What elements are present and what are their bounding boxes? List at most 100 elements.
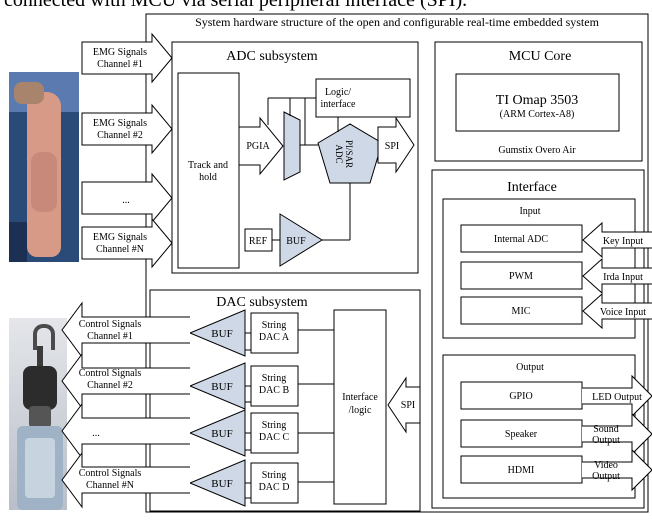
system-title: System hardware structure of the open an… <box>195 15 600 29</box>
adc-title: ADC subsystem <box>226 49 318 64</box>
pgia-arrow <box>238 116 284 176</box>
prosthetic-hand-photo <box>9 318 67 510</box>
dac-buf-2-label: BUF <box>211 381 232 393</box>
control-label-4a: Control Signals <box>79 468 142 479</box>
mic-label: MIC <box>512 306 531 317</box>
gpio-label: GPIO <box>509 391 532 402</box>
adc-converter-shape <box>317 123 383 184</box>
emg-label-4a: EMG Signals <box>93 232 147 243</box>
key-input-arrow <box>582 221 652 259</box>
mcu-chip-box <box>455 73 620 132</box>
string-dac-d-l2: DAC D <box>259 482 290 493</box>
adc-spi-label: SPI <box>385 141 399 152</box>
control-label-1a: Control Signals <box>79 319 142 330</box>
mcu-core-box <box>434 41 643 162</box>
key-input-label: Key Input <box>603 236 643 247</box>
emg-label-2a: EMG Signals <box>93 118 147 129</box>
voice-input-label: Voice Input <box>600 307 646 318</box>
adc-conv-label-2: ADC <box>334 144 344 163</box>
string-dac-a-l1: String <box>262 320 286 331</box>
string-dac-b-l1: String <box>262 373 286 384</box>
track-hold-box <box>177 72 240 269</box>
dac-buf-1 <box>188 309 246 357</box>
dac-buf-1-label: BUF <box>211 328 232 340</box>
control-label-2b: Channel #2 <box>87 380 133 391</box>
mcu-chip-label-1: TI Omap 3503 <box>496 93 578 108</box>
dac-spi-arrow <box>387 376 421 434</box>
sound-output-label-1: Sound <box>593 424 619 435</box>
control-arrow-3 <box>61 402 190 460</box>
interface-box <box>431 169 645 509</box>
control-label-3a: ... <box>92 428 100 439</box>
emg-input-arrows <box>81 32 173 269</box>
dac-interface-box <box>333 309 387 505</box>
irda-input-arrow <box>582 257 652 295</box>
emg-arrow-2 <box>81 103 173 155</box>
mcu-title: MCU Core <box>509 49 572 64</box>
arm-photo <box>9 72 79 262</box>
pwm-label: PWM <box>509 271 533 282</box>
control-label-4b: Channel #N <box>86 480 134 491</box>
track-hold-label-1: Track and <box>188 160 228 171</box>
emg-arrow-4 <box>81 217 173 269</box>
internal-adc-box <box>460 224 583 253</box>
string-dac-c-l2: DAC C <box>259 432 290 443</box>
interface-output-arrows <box>582 374 652 492</box>
control-label-1b: Channel #1 <box>87 331 133 342</box>
dac-interface-label-1: Interface <box>342 392 378 403</box>
ref-label: REF <box>249 236 268 247</box>
adc-buf-triangle <box>279 213 323 267</box>
dac-title: DAC subsystem <box>216 295 308 310</box>
emg-arrow-3 <box>81 172 173 224</box>
emg-label-1b: Channel #1 <box>97 59 143 70</box>
dac-buf-4 <box>188 459 246 507</box>
string-dac-a-l2: DAC A <box>259 332 290 343</box>
adc-spi-arrow <box>377 116 415 174</box>
control-arrow-2 <box>61 352 190 410</box>
sound-output-arrow <box>582 412 652 456</box>
logic-label-2: interface <box>321 99 357 110</box>
dac-interface-label-2: /logic <box>349 405 372 416</box>
control-label-2a: Control Signals <box>79 368 142 379</box>
adc-subsystem-box <box>171 41 419 274</box>
mcu-board-label: Gumstix Overo Air <box>498 145 576 156</box>
sound-output-label-2: Output <box>592 435 620 446</box>
voice-input-arrow <box>582 292 652 330</box>
led-output-label: LED Output <box>592 392 642 403</box>
interface-input-arrows <box>582 221 652 330</box>
adc-conv-label-1: PI/SAR <box>344 140 354 168</box>
string-dac-b-l2: DAC B <box>259 385 290 396</box>
dac-buf-2 <box>188 362 246 410</box>
input-title: Input <box>519 206 540 217</box>
adc-buf-label: BUF <box>286 236 306 247</box>
dac-buf-4-label: BUF <box>211 478 232 490</box>
video-output-label-2: Output <box>592 471 620 482</box>
mic-box <box>460 296 583 325</box>
output-title: Output <box>516 362 544 373</box>
hdmi-label: HDMI <box>508 465 535 476</box>
logic-label-1: Logic/ <box>325 87 351 98</box>
ref-box <box>244 228 273 252</box>
video-output-label-1: Video <box>594 460 618 471</box>
emg-label-3a: ... <box>122 195 130 206</box>
emg-label-1a: EMG Signals <box>93 47 147 58</box>
control-output-arrows <box>61 301 190 509</box>
dac-spi-label: SPI <box>401 400 415 411</box>
caption-fragment: connected with MCU via serial peripheral… <box>4 0 467 11</box>
emg-label-4b: Channel #N <box>96 244 144 255</box>
pwm-box <box>460 261 583 290</box>
speaker-label: Speaker <box>505 429 538 440</box>
logic-interface-box <box>315 78 411 118</box>
mcu-chip-label-2: (ARM Cortex-A8) <box>500 109 575 120</box>
track-hold-label-2: hold <box>199 172 217 183</box>
video-output-arrow <box>582 448 652 492</box>
emg-label-2b: Channel #2 <box>97 130 143 141</box>
emg-arrow-1 <box>81 32 173 84</box>
string-dac-d-l1: String <box>262 470 286 481</box>
adc-wires <box>267 97 351 241</box>
led-output-arrow <box>582 374 652 418</box>
pgia-label: PGIA <box>246 141 270 152</box>
control-arrow-1 <box>61 301 190 359</box>
